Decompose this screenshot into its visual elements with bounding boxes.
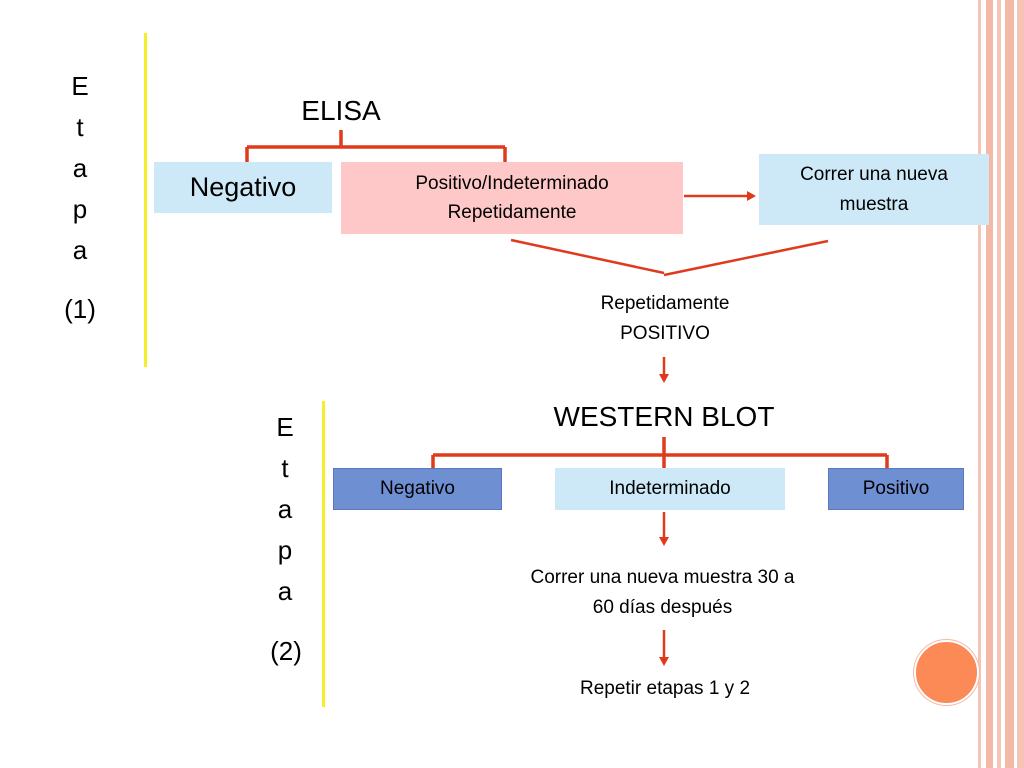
stage-letter: a — [72, 153, 88, 183]
elisa-title: ELISA — [301, 95, 381, 126]
border-stripe — [1005, 0, 1014, 768]
stage-divider — [144, 33, 147, 367]
stage-letter: a — [277, 576, 293, 606]
wb-indeterminate-box: Indeterminado — [555, 468, 785, 510]
stage-number: (2) — [270, 636, 302, 666]
stage-letter: E — [276, 412, 294, 442]
repeat-stages-text: Repetir etapas 1 y 2 — [579, 678, 751, 699]
wb-positive-label: Positivo — [862, 478, 930, 499]
repeated-positive-line1: Repetidamente — [600, 293, 730, 314]
rerun-sample-label: Correr una nueva — [800, 163, 948, 185]
stage-label-vertical: E t a p a — [60, 66, 100, 271]
wb-indeterminate-label: Indeterminado — [609, 478, 731, 499]
stage-letter: p — [277, 535, 293, 565]
rerun-30-60-line1: Correr una nueva muestra 30 a — [530, 567, 795, 588]
elisa-positive-label-2: Repetidamente — [447, 202, 577, 223]
rerun-sample-label-2: muestra — [839, 193, 909, 215]
rerun-30-60-line2: 60 días después — [592, 597, 733, 618]
stage-letter: a — [277, 494, 293, 524]
stage-letter: t — [76, 112, 84, 142]
elisa-negative-box: Negativo — [154, 162, 332, 213]
wb-negative-box: Negativo — [333, 468, 502, 510]
western-blot-title: WESTERN BLOT — [553, 401, 775, 432]
wb-positive-box: Positivo — [828, 468, 964, 510]
border-stripe — [1017, 0, 1024, 768]
stage-letter: p — [72, 194, 88, 224]
elisa-positive-box: Positivo/Indeterminado Repetidamente — [341, 162, 683, 234]
rerun-sample-box: Correr una nueva muestra — [759, 154, 989, 225]
rerun-30-60-text: Correr una nueva muestra 30 a 60 días de… — [470, 563, 855, 623]
stage-letter: t — [281, 453, 289, 483]
repeated-positive-line2: POSITIVO — [620, 323, 710, 344]
border-stripe — [978, 0, 981, 768]
border-stripe — [997, 0, 1001, 768]
decorative-circle — [914, 640, 979, 705]
stage-label-vertical: E t a p a — [265, 407, 305, 612]
stage-letter: E — [71, 71, 89, 101]
stage-letter: a — [72, 235, 88, 265]
wb-negative-label: Negativo — [380, 478, 455, 499]
stage-number: (1) — [64, 294, 96, 324]
stage-divider — [322, 401, 325, 707]
border-stripe — [986, 0, 993, 768]
repeated-positive-text: Repetidamente POSITIVO — [560, 289, 770, 349]
elisa-negative-label: Negativo — [189, 172, 297, 202]
elisa-positive-label: Positivo/Indeterminado — [415, 173, 609, 194]
